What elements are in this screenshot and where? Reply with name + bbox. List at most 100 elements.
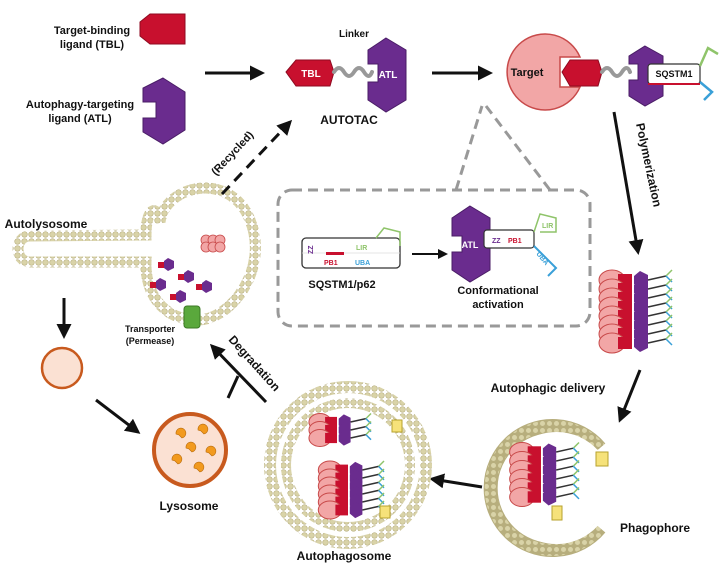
sqstm1-unit	[362, 497, 379, 503]
lysosomal-enzyme	[175, 427, 187, 439]
sqstm1-unit	[350, 433, 367, 439]
tbl-unit	[335, 464, 348, 476]
arrow-polymerization	[612, 111, 644, 255]
autophagic-delivery-label: Autophagic delivery	[491, 381, 606, 395]
lysosomal-enzyme	[197, 423, 209, 435]
activation-line1: Conformational	[457, 285, 538, 297]
released-vesicle	[40, 346, 84, 390]
tbl-unit	[335, 480, 348, 492]
complex-tbl	[561, 59, 603, 87]
autolysosome: Autolysosome Transporter (Permease)	[5, 182, 261, 346]
target-protein	[506, 33, 582, 111]
atl-fragment	[176, 290, 186, 303]
autophagosome-outer-membrane	[264, 381, 432, 549]
sqstm1-unit	[647, 329, 667, 335]
atl-legend-line2: ligand (ATL)	[48, 113, 112, 125]
atl-unit	[338, 430, 351, 446]
tbl-fragment	[158, 262, 166, 268]
target-fragment	[214, 241, 226, 253]
phagophore-label: Phagophore	[620, 521, 690, 535]
sqstm1-unit	[362, 473, 379, 479]
lysosome-enzymes	[171, 423, 217, 473]
transporter-line1: Transporter	[125, 324, 176, 334]
atl-unit	[542, 488, 557, 506]
sqstm1-unit	[647, 302, 667, 308]
tbl-fragment	[170, 294, 178, 300]
atl-legend-icon	[142, 77, 186, 145]
lysosomal-enzyme	[205, 445, 217, 457]
atl-unit	[634, 334, 648, 352]
sqstm1-unit	[647, 320, 667, 326]
atl-unit	[349, 501, 363, 519]
tbl-unit	[527, 446, 541, 458]
sqstm1-unit	[647, 311, 667, 317]
lysosomal-enzyme	[171, 453, 183, 465]
inset-frame	[276, 188, 592, 328]
recycled-label: (Recycled)	[209, 129, 256, 178]
sqstm1-polymer	[598, 269, 673, 354]
sqstm1-unit	[556, 456, 574, 462]
legend: Target-binding ligand (TBL) Autophagy-ta…	[26, 13, 186, 145]
autolysosome-membrane	[12, 182, 261, 326]
tbl-unit	[325, 416, 337, 428]
p62-active	[483, 229, 535, 249]
sqstm1-unit	[647, 293, 667, 299]
lc3-marker	[391, 419, 403, 433]
lc3-marker	[595, 451, 609, 467]
autolysosome-label: Autolysosome	[5, 217, 88, 231]
tbl-fragment	[178, 274, 186, 280]
autophagosome: Autophagosome	[264, 381, 432, 563]
degradation-branch	[226, 375, 240, 399]
tbl-unit	[527, 464, 541, 476]
target-label: Target	[511, 67, 544, 79]
atl-fragment	[164, 258, 174, 271]
tbl-unit	[335, 488, 348, 500]
tbl-unit	[527, 482, 541, 494]
autotac-molecule: TBL Linker ATL AUTOTAC	[285, 29, 407, 127]
lysosome-label: Lysosome	[160, 499, 219, 513]
phagophore: Phagophore	[483, 419, 690, 557]
sqstm1-unit	[362, 481, 379, 487]
lysosome: Lysosome	[152, 412, 228, 513]
atl-fragment	[202, 280, 212, 293]
sqstm1-label: SQSTM1	[655, 69, 692, 79]
inactive-uba: UBA	[355, 260, 370, 267]
polymerization-label: Polymerization	[633, 122, 664, 208]
autolysosome-cargo	[150, 234, 226, 303]
autotac-title: AUTOTAC	[320, 113, 378, 127]
active-atl-label: ATL	[462, 240, 479, 250]
sqstm1-unit	[556, 474, 574, 480]
sqstm1-unit	[647, 275, 667, 281]
atl-fragment	[156, 278, 166, 291]
activation-line2: activation	[472, 299, 524, 311]
sqstm1-unit	[362, 465, 379, 471]
sqstm1-unit	[350, 425, 367, 431]
transporter-line2: (Permease)	[126, 336, 175, 346]
inset-callout-right	[484, 105, 552, 191]
tbl-legend-line1: Target-binding	[54, 25, 130, 37]
tbl-legend-icon	[139, 13, 186, 45]
sqstm1-uba-arm	[699, 81, 714, 101]
activation-inset: ZZ PB1 LIR UBA SQSTM1/p62 ATL ZZ PB1 LIR…	[276, 105, 592, 328]
active-zz: ZZ	[492, 238, 501, 245]
inactive-zz: ZZ	[308, 245, 315, 254]
atl-legend-line1: Autophagy-targeting	[26, 99, 134, 111]
tbl-legend-line2: ligand (TBL)	[60, 39, 124, 51]
sqstm1-unit	[350, 417, 367, 423]
lc3-marker	[379, 505, 391, 519]
inactive-pb1: PB1	[324, 260, 338, 267]
sqstm1-unit	[556, 465, 574, 471]
arrow-autophagic-delivery	[617, 369, 642, 423]
p62-name: SQSTM1/p62	[308, 279, 375, 291]
transporter	[183, 305, 201, 329]
tbl-unit	[335, 496, 348, 508]
tbl-unit	[325, 432, 337, 444]
sqstm1-unit	[556, 492, 574, 498]
sqstm1-unit	[647, 338, 667, 344]
autotac-tbl-label: TBL	[301, 69, 320, 80]
complex-linker	[600, 66, 632, 78]
tbl-unit	[325, 424, 337, 436]
tbl-fragment	[150, 282, 158, 288]
tbl-unit	[527, 473, 541, 485]
